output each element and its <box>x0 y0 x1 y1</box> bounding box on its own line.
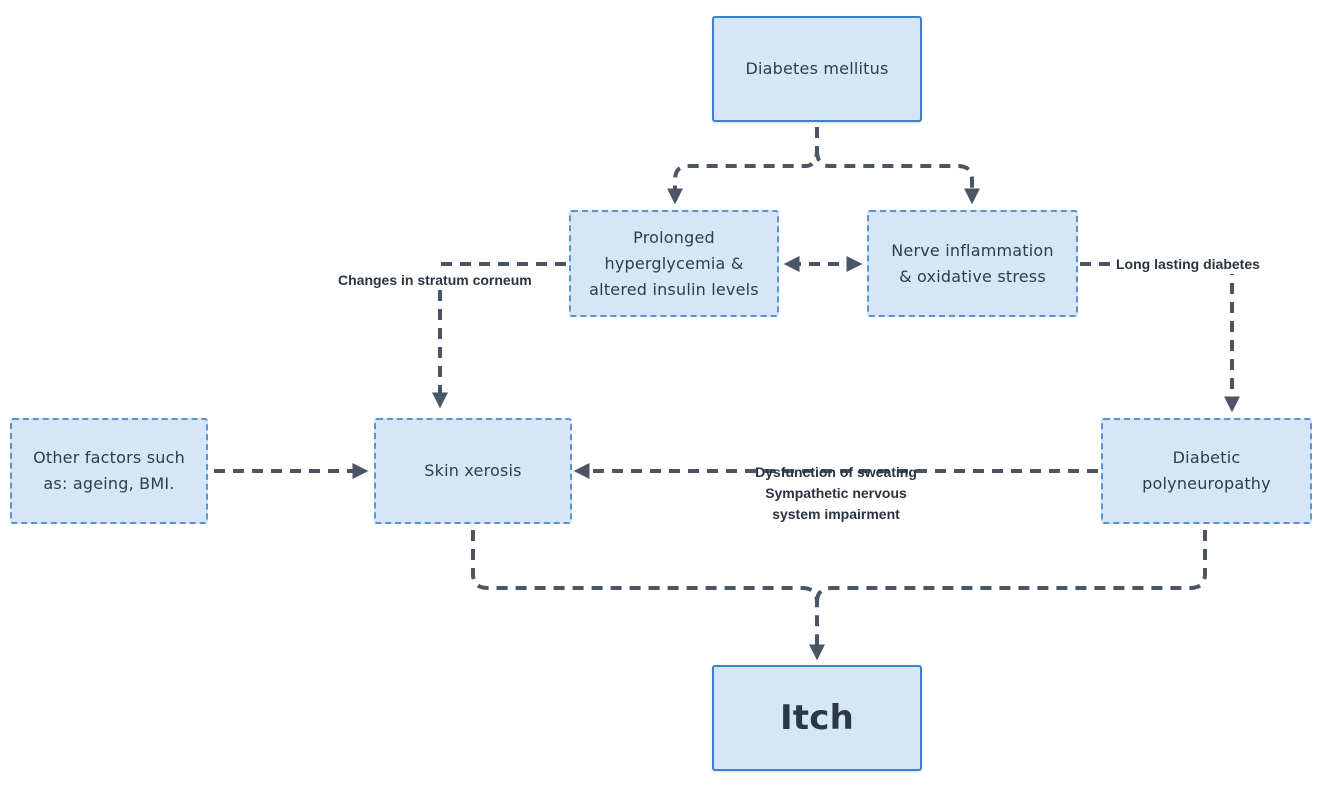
node-diabetic-polyneuropathy-label: Diabetic polyneuropathy <box>1142 448 1271 493</box>
node-diabetic-polyneuropathy: Diabetic polyneuropathy <box>1101 418 1312 524</box>
edge-diabetes-to-hyperglycemia <box>667 127 819 205</box>
node-other-factors: Other factors such as: ageing, BMI. <box>10 418 208 524</box>
edge-xerosis-to-itch <box>471 530 825 661</box>
node-skin-xerosis: Skin xerosis <box>374 418 572 524</box>
node-prolonged-hyperglycemia: Prolonged hyperglycemia & altered insuli… <box>569 210 779 317</box>
edge-hyperglycemia-to-xerosis <box>432 262 566 409</box>
node-itch-label: Itch <box>779 698 855 738</box>
edge-label-long-lasting-diabetes: Long lasting diabetes <box>1113 254 1263 274</box>
node-prolonged-hyperglycemia-label: Prolonged hyperglycemia & altered insuli… <box>589 227 759 299</box>
edge-label-stratum-corneum: Changes in stratum corneum <box>336 270 534 290</box>
edge-polyneuropathy-to-itch <box>815 530 1207 603</box>
node-skin-xerosis-label: Skin xerosis <box>424 461 522 480</box>
edge-nerve-to-polyneuropathy <box>1080 262 1240 413</box>
edge-label-sweating-dysfunction: Dysfunction of sweating Sympathetic nerv… <box>755 464 917 522</box>
node-other-factors-label: Other factors such as: ageing, BMI. <box>33 448 185 493</box>
edge-diabetes-to-nerve <box>815 149 980 205</box>
node-diabetes-mellitus: Diabetes mellitus <box>712 16 922 122</box>
node-itch: Itch <box>712 665 922 771</box>
node-diabetes-mellitus-label: Diabetes mellitus <box>745 59 889 78</box>
node-nerve-inflammation-label: Nerve inflammation & oxidative stress <box>891 240 1054 286</box>
node-nerve-inflammation: Nerve inflammation & oxidative stress <box>867 210 1078 317</box>
